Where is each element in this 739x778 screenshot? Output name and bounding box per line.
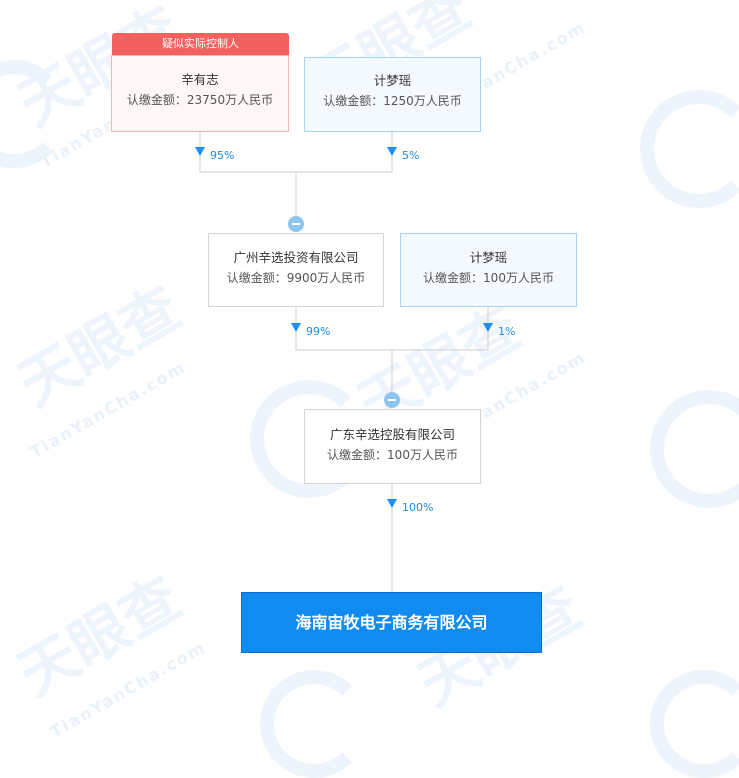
node-amount: 认缴金额：9900万人民币: [226, 271, 366, 285]
percent-label: 99%: [306, 325, 331, 338]
target-company-node[interactable]: 海南宙牧电子商务有限公司: [241, 592, 542, 653]
actual-controller-tag: 疑似实际控制人: [112, 33, 289, 60]
shareholder-node-gd-xinxuan[interactable]: 广东辛选控股有限公司 认缴金额：100万人民币: [304, 409, 481, 484]
shareholder-node-gz-xinxuan[interactable]: 广州辛选投资有限公司 认缴金额：9900万人民币: [208, 233, 384, 307]
percent-label: 100%: [402, 501, 434, 514]
arrow-down-icon: [291, 323, 301, 332]
arrow-down-icon: [195, 147, 205, 156]
percent-label: 95%: [210, 149, 235, 162]
node-amount: 认缴金额：100万人民币: [423, 271, 554, 285]
percent-label: 1%: [498, 325, 516, 338]
shareholder-node-xin-youzhi[interactable]: 辛有志 认缴金额：23750万人民币: [111, 55, 289, 132]
node-amount: 认缴金额：1250万人民币: [323, 94, 462, 108]
shareholder-node-ji-mengyao[interactable]: 计梦瑶 认缴金额：1250万人民币: [304, 57, 481, 132]
node-amount: 认缴金额：23750万人民币: [126, 93, 274, 107]
collapse-icon[interactable]: [288, 216, 304, 232]
arrow-down-icon: [483, 323, 493, 332]
arrow-down-icon: [387, 147, 397, 156]
percent-label: 5%: [402, 149, 420, 162]
collapse-icon[interactable]: [384, 392, 400, 408]
node-name: 辛有志: [181, 72, 219, 87]
node-amount: 认缴金额：100万人民币: [327, 448, 458, 462]
node-name: 计梦瑶: [373, 73, 412, 88]
node-name: 计梦瑶: [469, 250, 508, 265]
node-name: 广东辛选控股有限公司: [329, 427, 455, 442]
arrow-down-icon: [387, 499, 397, 508]
shareholder-node-ji-mengyao-2[interactable]: 计梦瑶 认缴金额：100万人民币: [400, 233, 577, 307]
node-name: 广州辛选投资有限公司: [233, 250, 359, 265]
